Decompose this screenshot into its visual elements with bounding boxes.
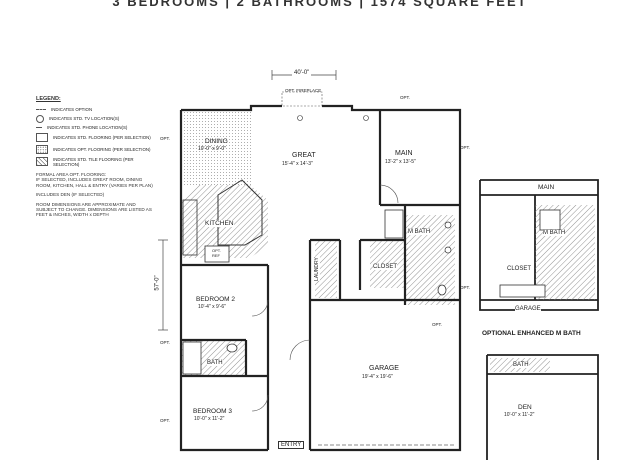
kitchen-island <box>217 179 263 246</box>
bath-toilet <box>226 343 238 353</box>
room-label-bedroom2: BEDROOM 2 <box>196 296 236 303</box>
room-size-main: 13'-2" x 13'-5" <box>385 159 416 165</box>
room-size-bedroom3: 10'-0" x 11'-2" <box>194 416 225 422</box>
kitchen-counter <box>182 199 198 256</box>
room-label-entry: ENTRY <box>278 441 305 449</box>
den-size: 10'-0" x 11'-2" <box>504 412 535 418</box>
opt-marker: OPT. <box>432 322 443 327</box>
room-label-great: GREAT <box>292 152 316 159</box>
house-walls <box>179 104 462 452</box>
room-size-dining: 10'-0" x 9'-0" <box>198 146 226 152</box>
width-dimension-label: 40'-0" <box>292 70 312 76</box>
room-label-bath: BATH <box>207 360 223 366</box>
room-label-pantry: OPT. REF <box>212 248 221 258</box>
legend-item: INDICATES STD. TILE FLOORING (PER SELECT… <box>36 157 156 167</box>
room-label-bedroom3: BEDROOM 3 <box>193 408 233 415</box>
room-size-garage: 19'-4" x 19'-6" <box>362 374 393 380</box>
plan-header: 3 BEDROOMS | 2 BATHROOMS | 1574 SQUARE F… <box>112 0 528 9</box>
enhanced-label-closet: CLOSET <box>507 266 532 272</box>
den-label: DEN <box>518 404 532 411</box>
opt-fireplace-label: OPT. FIREPLACE <box>285 88 322 93</box>
room-label-kitchen: KITCHEN <box>205 220 234 227</box>
bath-tub <box>182 341 202 375</box>
tv-icon <box>363 115 369 121</box>
laundry-floor <box>315 240 337 298</box>
dining-floor <box>181 110 251 185</box>
opt-marker: OPT. <box>460 285 471 290</box>
sink-icon <box>444 246 452 254</box>
legend-item: INDICATES STD. PHONE LOCATION(S) <box>36 123 156 132</box>
legend-item: INDICATES STD. TV LOCATION(S) <box>36 114 156 123</box>
legend-item: INDICATES OPT. FLOORING (PER SELECTION) <box>36 145 156 154</box>
enhanced-label-main: MAIN <box>538 184 555 191</box>
room-label-laundry: LAUNDRY <box>313 257 320 281</box>
room-label-dining: DINING <box>205 138 228 145</box>
opt-marker: OPT. <box>160 418 171 423</box>
mbath-shower <box>384 209 404 239</box>
room-label-mbath: M BATH <box>408 229 431 235</box>
legend-notes: FORMAL AREA OPT. FLOORING: IF SELECTED, … <box>36 172 153 218</box>
enhanced-shower <box>539 209 561 231</box>
den-plan <box>486 354 599 460</box>
opt-marker: OPT. <box>160 340 171 345</box>
door-swings <box>251 184 399 412</box>
room-label-main: MAIN <box>395 150 413 157</box>
enhanced-label-mbath: M BATH <box>543 230 566 236</box>
den-bath-label: BATH <box>513 362 529 368</box>
tv-icon <box>36 114 44 123</box>
legend-item: INDICATES STD. FLOORING (PER SELECTION) <box>36 133 156 142</box>
room-size-great: 15'-4" x 14'-3" <box>282 161 313 167</box>
opt-marker: OPT. <box>460 145 471 150</box>
sink-icon <box>444 221 452 229</box>
enhanced-label-garage: GARAGE <box>515 306 541 312</box>
mbath-toilet <box>437 284 447 296</box>
legend-item: INDICATES OPTION <box>36 105 156 114</box>
enhanced-title: OPTIONAL ENHANCED M BATH <box>482 330 581 337</box>
legend-title: LEGEND: <box>36 96 61 102</box>
room-label-garage: GARAGE <box>369 365 399 372</box>
room-label-closet: CLOSET <box>373 264 398 270</box>
depth-dimension <box>158 239 168 331</box>
pantry <box>204 245 230 263</box>
opt-fireplace <box>281 91 323 107</box>
room-size-bedroom2: 10'-4" x 9'-6" <box>198 304 226 310</box>
enhanced-tub <box>499 284 546 298</box>
tv-icon <box>297 115 303 121</box>
depth-dimension-label: 57'-0" <box>154 275 161 291</box>
opt-marker: OPT. <box>160 136 171 141</box>
opt-marker: OPT. <box>400 95 411 100</box>
phone-icon <box>36 127 42 128</box>
